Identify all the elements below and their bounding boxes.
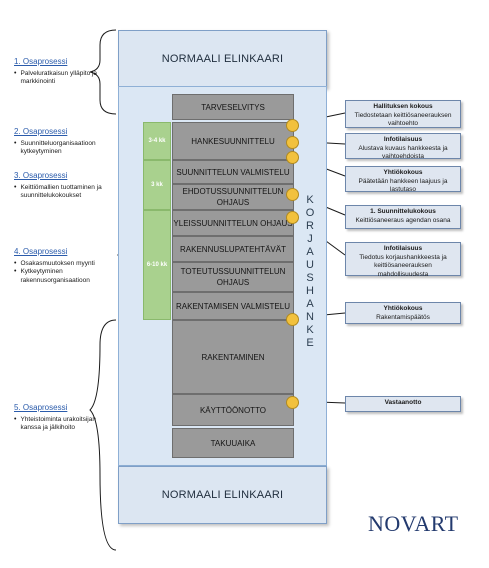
phase-box: EHDOTUSSUUNNITTELUN OHJAUS bbox=[172, 184, 294, 210]
process-title: 5. Osaprosessi bbox=[14, 403, 68, 412]
milestone-dot bbox=[286, 211, 299, 224]
phase-label: EHDOTUSSUUNNITTELUN OHJAUS bbox=[182, 187, 284, 207]
milestone-dot bbox=[286, 151, 299, 164]
phase-label: KÄYTTÖÖNOTTO bbox=[199, 405, 267, 415]
phase-label: RAKENNUSLUPATEHTÄVÄT bbox=[180, 244, 286, 254]
note-title: 1. Suunnittelukokous bbox=[370, 208, 436, 215]
note-box: Infotilaisuus Tiedotus korjaushankkeesta… bbox=[345, 242, 461, 278]
duration-label: 3 kk bbox=[151, 182, 163, 188]
milestone-dot bbox=[286, 313, 299, 326]
vertical-label-letter: A bbox=[306, 298, 314, 310]
phase-label: RAKENTAMISEN VALMISTELU bbox=[176, 301, 290, 311]
process-item: Suunnitteluorganisaatioon kytkeytyminen bbox=[14, 140, 112, 157]
vertical-label-letter: A bbox=[306, 246, 314, 258]
vertical-label-letter: J bbox=[307, 233, 313, 245]
phase-label: TOTEUTUSSUUNNITTELUN OHJAUS bbox=[180, 267, 286, 287]
phase-box: KÄYTTÖÖNOTTO bbox=[172, 394, 294, 426]
duration-box: 3-4 kk bbox=[143, 122, 171, 160]
phase-label: TARVESELVITYS bbox=[201, 102, 265, 112]
note-text: Keittiösaneeraus agendan osana bbox=[355, 216, 451, 224]
duration-box: 3 kk bbox=[143, 160, 171, 210]
process-title: 3. Osaprosessi bbox=[14, 171, 68, 180]
process-item: Osakasmuutoksen myynti bbox=[14, 260, 112, 269]
note-title: Infotilaisuus bbox=[383, 245, 423, 252]
note-title: Hallituksen kokous bbox=[373, 103, 433, 110]
vertical-label-letter: O bbox=[305, 207, 315, 219]
duration-box: 6-10 kk bbox=[143, 210, 171, 320]
phase-box: TOTEUTUSSUUNNITTELUN OHJAUS bbox=[172, 262, 294, 292]
process-item: Yhteistoiminta urakoitsijan kanssa ja jä… bbox=[14, 416, 112, 433]
logo-text: NOVART bbox=[368, 511, 459, 536]
note-box: 1. Suunnittelukokous Keittiösaneeraus ag… bbox=[345, 205, 461, 229]
milestone-dot bbox=[286, 119, 299, 132]
milestone-dot bbox=[286, 136, 299, 149]
phase-box: RAKENNUSLUPATEHTÄVÄT bbox=[172, 236, 294, 262]
phase-label: RAKENTAMINEN bbox=[201, 352, 265, 362]
vertical-label-letter: R bbox=[306, 220, 314, 232]
vertical-label-letter: E bbox=[306, 337, 314, 349]
note-title: Vastaanotto bbox=[384, 399, 422, 406]
note-title: Yhtiökokous bbox=[383, 169, 423, 176]
top-band: NORMAALI ELINKAARI bbox=[118, 30, 327, 88]
note-box: Hallituksen kokous Tiedostetaan keittiös… bbox=[345, 100, 461, 128]
vertical-label-letter: H bbox=[306, 285, 314, 297]
phase-label: YLEISSUUNNITTELUN OHJAUS bbox=[173, 218, 293, 228]
phase-label: SUUNNITTELUN VALMISTELU bbox=[176, 167, 290, 177]
milestone-dot bbox=[286, 188, 299, 201]
phase-box: HANKESUUNNITTELU bbox=[172, 122, 294, 160]
bottom-band: NORMAALI ELINKAARI bbox=[118, 466, 327, 524]
note-text: Tiedotus korjaushankkeesta ja keittiösan… bbox=[359, 253, 447, 278]
phase-box: TAKUUAIKA bbox=[172, 428, 294, 458]
process-title: 1. Osaprosessi bbox=[14, 57, 68, 66]
process-block: 1. Osaprosessi Palveluratkaisun ylläpito… bbox=[14, 57, 112, 87]
vertical-label-letter: U bbox=[306, 259, 314, 271]
vertical-label-letter: N bbox=[306, 311, 314, 323]
vertical-label-letter: K bbox=[306, 194, 314, 206]
novart-logo: NOVART bbox=[368, 511, 459, 537]
process-block: 5. Osaprosessi Yhteistoiminta urakoitsij… bbox=[14, 403, 112, 433]
note-box: Vastaanotto bbox=[345, 396, 461, 412]
phase-label: TAKUUAIKA bbox=[210, 438, 256, 448]
process-block: 2. Osaprosessi Suunnitteluorganisaatioon… bbox=[14, 127, 112, 157]
duration-label: 3-4 kk bbox=[148, 138, 166, 144]
vertical-label-letter: S bbox=[306, 272, 314, 284]
note-text: Päätetään hankkeen laajuus ja lastutaso bbox=[358, 177, 448, 194]
brace bbox=[89, 319, 117, 551]
phase-box: TARVESELVITYS bbox=[172, 94, 294, 120]
process-item: Palveluratkaisun ylläpito ja markkinoint… bbox=[14, 70, 112, 87]
note-text: Tiedostetaan keittiösaneerauksen vaihtoe… bbox=[354, 111, 452, 128]
note-box: Yhtiökokous Päätetään hankkeen laajuus j… bbox=[345, 166, 461, 194]
note-text: Alustava kuvaus hankkeesta ja vaihtoehdo… bbox=[358, 144, 448, 161]
phase-box: YLEISSUUNNITTELUN OHJAUS bbox=[172, 210, 294, 236]
milestone-dot bbox=[286, 396, 299, 409]
process-title: 4. Osaprosessi bbox=[14, 247, 68, 256]
bottom-band-label: NORMAALI ELINKAARI bbox=[161, 489, 284, 501]
process-item: Keittiömallien tuottaminen ja suunnittel… bbox=[14, 184, 112, 201]
phase-box: RAKENTAMISEN VALMISTELU bbox=[172, 292, 294, 320]
top-band-label: NORMAALI ELINKAARI bbox=[161, 53, 284, 65]
duration-label: 6-10 kk bbox=[146, 262, 168, 268]
process-block: 3. Osaprosessi Keittiömallien tuottamine… bbox=[14, 171, 112, 201]
note-title: Infotilaisuus bbox=[383, 136, 423, 143]
phase-box: SUUNNITTELUN VALMISTELU bbox=[172, 160, 294, 184]
note-box: Yhtiökokous Rakentamispäätös bbox=[345, 302, 461, 324]
phase-box: RAKENTAMINEN bbox=[172, 320, 294, 394]
process-item: Kytkeytyminen rakennusorganisaatioon bbox=[14, 268, 112, 285]
process-block: 4. Osaprosessi Osakasmuutoksen myynti Ky… bbox=[14, 247, 112, 285]
note-box: Infotilaisuus Alustava kuvaus hankkeesta… bbox=[345, 133, 461, 161]
process-title: 2. Osaprosessi bbox=[14, 127, 68, 136]
note-title: Yhtiökokous bbox=[383, 305, 423, 312]
note-text: Rakentamispäätös bbox=[376, 313, 430, 321]
phase-label: HANKESUUNNITTELU bbox=[191, 136, 275, 146]
vertical-label-letter: K bbox=[306, 324, 314, 336]
